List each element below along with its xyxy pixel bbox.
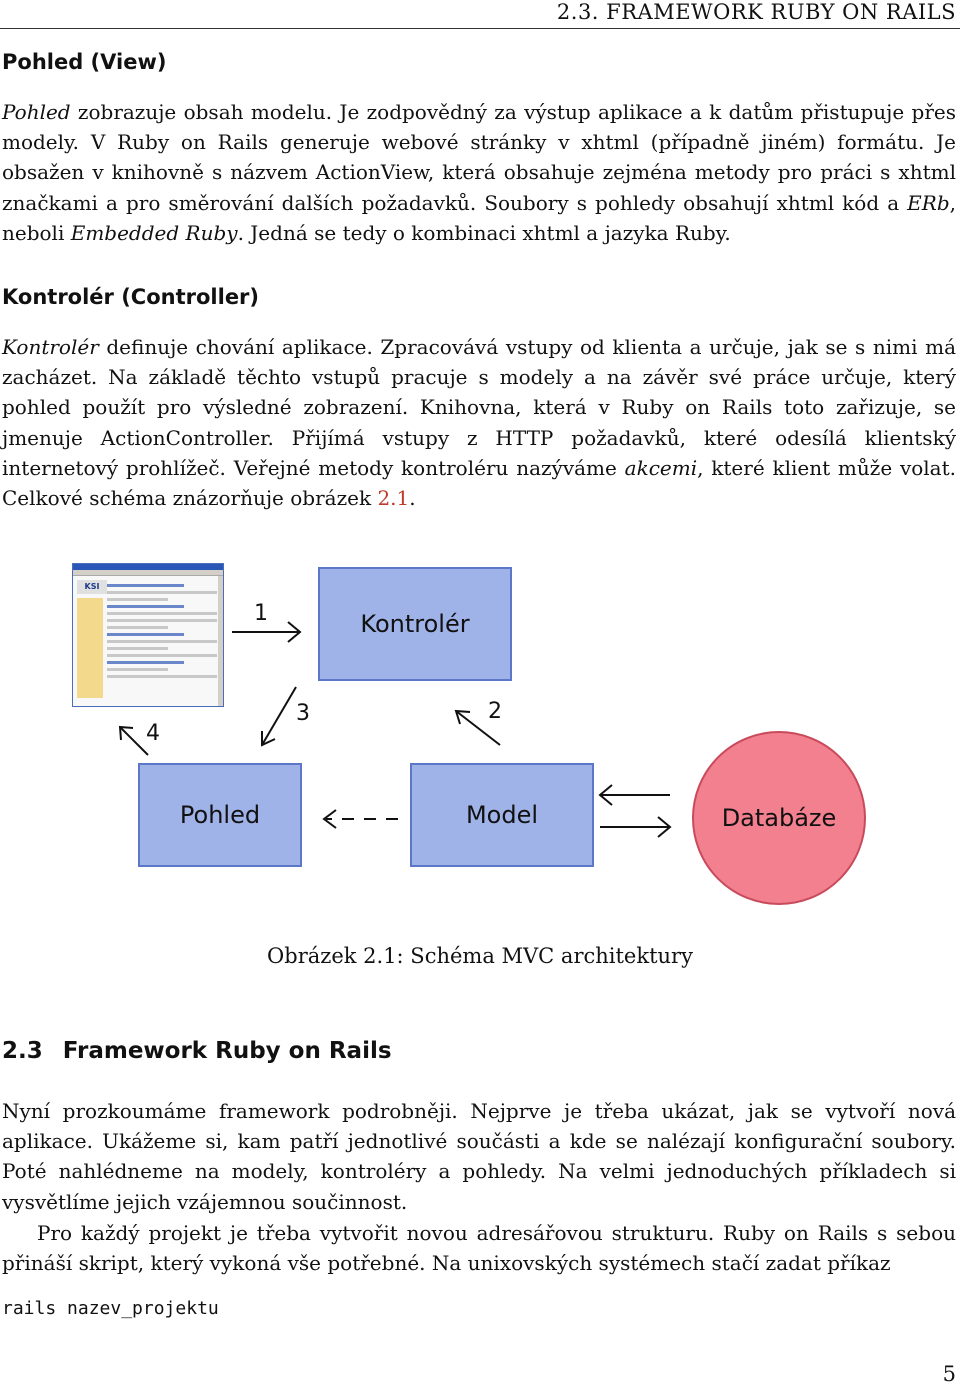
view-heading: Pohled (View): [2, 50, 167, 74]
database-to-model-arrow-icon: [598, 784, 670, 806]
arrow-2-icon: [454, 709, 501, 746]
step-3-label: 3: [296, 701, 310, 726]
section-number: 2.3: [2, 1038, 43, 1064]
view-box: Pohled: [138, 763, 302, 867]
page-number: 5: [942, 1362, 956, 1386]
controller-text-2: , které klient může volat. Celkové schém…: [2, 455, 957, 511]
step-2-label: 2: [488, 699, 502, 724]
body-paragraph-1: Nyní prozkoumáme framework podrobněji. N…: [2, 1099, 956, 1214]
step-1-label: 1: [254, 601, 268, 626]
view-paragraph: Pohled zobrazuje obsah modelu. Je zodpov…: [2, 97, 956, 248]
mvc-diagram: KSI Kontrolér Pohled Model Databáze: [0, 555, 960, 915]
diagram-arrows: [118, 621, 672, 838]
controller-paragraph: Kontrolér definuje chování aplikace. Zpr…: [2, 332, 956, 513]
figure-reference-link[interactable]: 2.1: [377, 486, 410, 511]
controller-text-1: definuje chování aplikace. Zpracovává vs…: [2, 335, 956, 480]
header-rule: [0, 28, 960, 29]
browser-titlebar: [73, 564, 223, 570]
browser-sidebar: [77, 598, 103, 698]
section-title-text: Framework Ruby on Rails: [62, 1038, 392, 1064]
embedded-ruby-term: Embedded Ruby: [70, 220, 238, 245]
step-4-label: 4: [146, 721, 160, 746]
site-logo: KSI: [77, 580, 107, 594]
body-paragraph-2: Pro každý projekt je třeba vytvořit novo…: [2, 1221, 956, 1276]
section-title: 2.3 Framework Ruby on Rails: [2, 1038, 392, 1064]
running-head: 2.3. FRAMEWORK RUBY ON RAILS: [556, 0, 956, 24]
controller-term: Kontrolér: [2, 335, 99, 359]
actions-term: akcemi: [624, 455, 698, 480]
controller-text-3: .: [409, 486, 416, 511]
arrow-3-icon: [261, 686, 297, 747]
code-command: rails nazev_projektu: [2, 1298, 219, 1319]
view-text-3: . Jedná se tedy o kombinaci xhtml a jazy…: [237, 220, 731, 245]
browser-content: [107, 580, 217, 700]
arrow-1-icon: [232, 621, 302, 643]
view-term: Pohled: [2, 100, 71, 124]
dashed-arrow-icon: [322, 809, 398, 829]
erb-term: ERb: [907, 190, 950, 215]
figure-caption: Obrázek 2.1: Schéma MVC architektury: [267, 944, 693, 968]
view-text-1: zobrazuje obsah modelu. Je zodpovědný za…: [2, 100, 956, 215]
browser-scrollbar: [218, 576, 223, 706]
controller-heading: Kontrolér (Controller): [2, 285, 260, 309]
browser-screenshot: KSI: [72, 563, 224, 707]
view-text-2: , neboli: [2, 190, 956, 245]
browser-toolbar: [73, 570, 223, 576]
controller-box: Kontrolér: [318, 567, 512, 681]
model-box: Model: [410, 763, 594, 867]
database-circle: Databáze: [692, 731, 866, 905]
arrow-4-icon: [118, 725, 149, 756]
model-to-database-arrow-icon: [600, 816, 672, 838]
